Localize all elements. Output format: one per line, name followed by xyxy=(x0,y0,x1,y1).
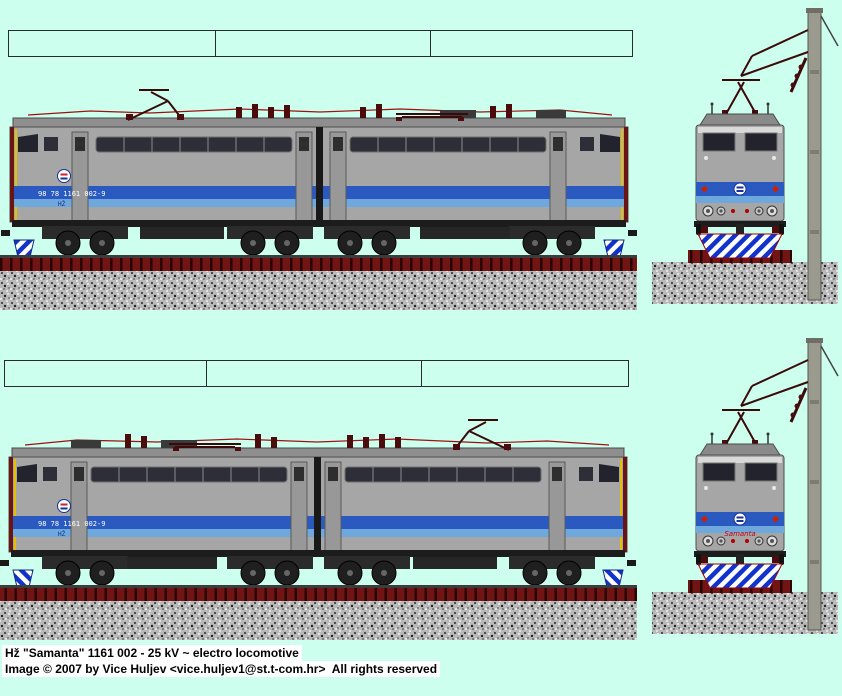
hz-logo xyxy=(57,499,71,513)
side-view-top xyxy=(0,29,638,311)
hz-logo-bar xyxy=(60,177,68,180)
caption-title-text: Hž "Samanta" 1161 002 - 25 kV ~ electro … xyxy=(5,646,299,660)
front-view-top xyxy=(650,6,840,306)
caption: Hž "Samanta" 1161 002 - 25 kV ~ electro … xyxy=(2,645,441,677)
caption-title: Hž "Samanta" 1161 002 - 25 kV ~ electro … xyxy=(2,645,302,661)
caption-copyright-text: Image © 2007 by Vice Huljev <vice.huljev… xyxy=(5,662,438,676)
operator-mark: HŽ xyxy=(58,200,66,208)
loco-number: 98 78 1161 002-9 xyxy=(38,520,105,528)
name-plate: Samanta xyxy=(724,530,755,538)
loco-number: 98 78 1161 002-9 xyxy=(38,190,105,198)
hz-logo xyxy=(57,169,71,183)
loco-markings-bottom: 98 78 1161 002-9 HŽ Samanta xyxy=(38,499,756,538)
operator-mark: HŽ xyxy=(58,530,66,538)
front-view-bottom xyxy=(650,336,840,636)
hz-logo-bar xyxy=(60,503,68,506)
row-top: 98 78 1161 002-9 HŽ xyxy=(0,6,840,311)
loco-markings-top: 98 78 1161 002-9 HŽ xyxy=(38,169,105,208)
hz-logo-bar xyxy=(60,173,68,176)
row-bottom: 98 78 1161 002-9 HŽ Samanta xyxy=(0,336,840,641)
caption-copyright: Image © 2007 by Vice Huljev <vice.huljev… xyxy=(2,661,441,677)
hz-logo-bar xyxy=(60,507,68,510)
side-view-bottom xyxy=(0,359,638,641)
